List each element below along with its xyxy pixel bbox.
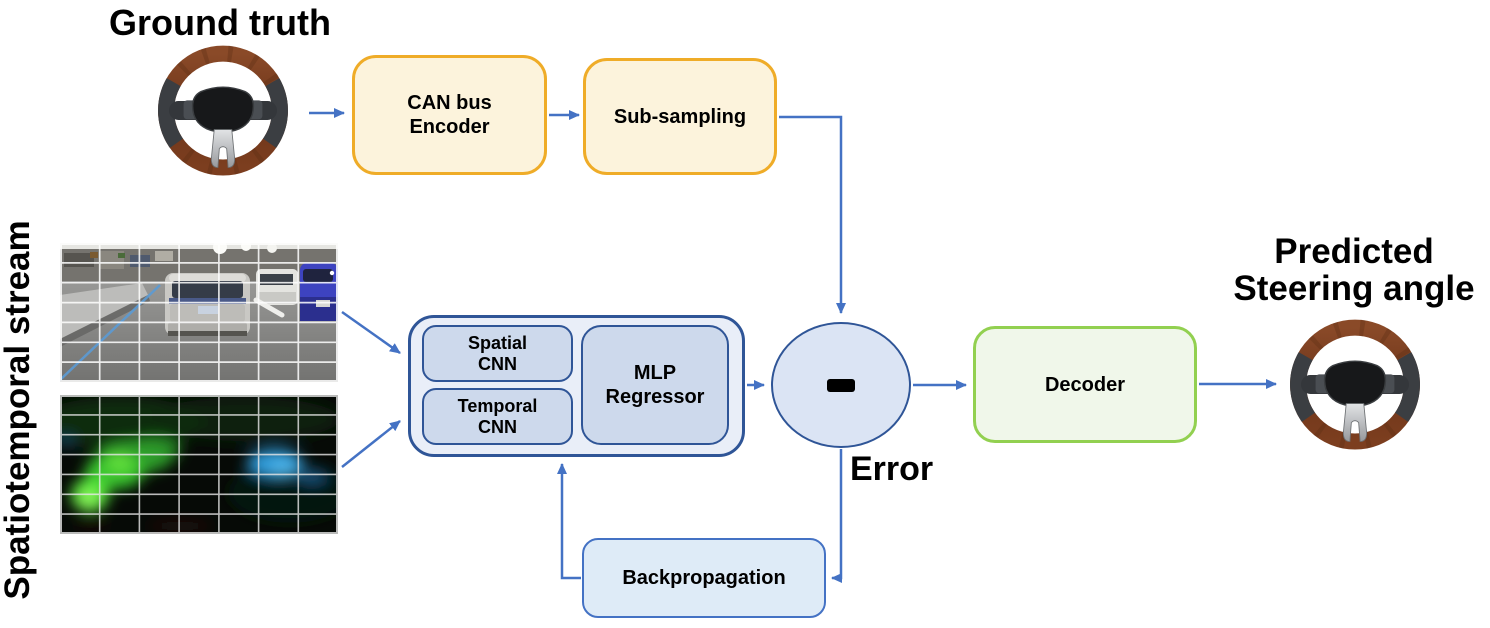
- ground-truth-title: Ground truth: [109, 2, 331, 43]
- grid-overlay: [60, 395, 338, 534]
- grid-overlay: [60, 243, 338, 382]
- temporal-cnn-node: Temporal CNN: [422, 388, 573, 445]
- predicted-steering-angle-title: Predicted Steering angle: [1233, 232, 1475, 309]
- arrow-error-to-backprop: [831, 449, 843, 583]
- optical-flow-frame-image: [60, 395, 338, 534]
- blue-car: [300, 263, 338, 321]
- can-bus-encoder-node: CAN bus Encoder: [352, 55, 547, 175]
- minus-sign-icon: [827, 378, 855, 392]
- sub-sampling-node: Sub-sampling: [583, 58, 777, 175]
- decoder-node: Decoder: [973, 326, 1197, 443]
- center-car: [165, 273, 250, 336]
- backpropagation-node: Backpropagation: [582, 538, 826, 618]
- mlp-regressor-node: MLP Regressor: [581, 325, 729, 445]
- road-camera-frame-image: [60, 243, 338, 382]
- spatial-cnn-node: Spatial CNN: [422, 325, 573, 382]
- far-car: [256, 269, 298, 305]
- arrow-flow-to-cnn: [341, 420, 401, 468]
- arrow-backprop-to-cnn: [557, 463, 581, 580]
- error-label: Error: [850, 450, 934, 488]
- arrow-subsampling-to-error: [779, 115, 846, 314]
- arrow-camera-to-cnn: [341, 310, 401, 355]
- error-subtraction-node: [771, 322, 911, 448]
